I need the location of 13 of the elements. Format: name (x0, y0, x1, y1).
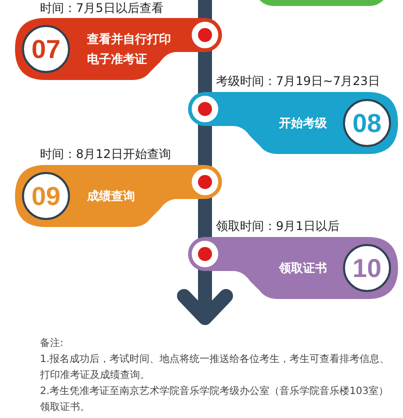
step-title: 成绩查询 (87, 188, 136, 205)
note-heading: 备注: (40, 336, 64, 351)
time-caption: 时间：8月12日开始查询 (40, 146, 171, 162)
step-title: 领取证书 (278, 260, 328, 277)
time-caption: 时间：7月5日以后查看 (40, 0, 164, 16)
time-caption: 领取时间：9月1日以后 (216, 218, 340, 234)
note-text: 1.报名成功后，考试时间、地点将统一推送给各位考生，考生可查看排考信息、打印准考证及成绩查询。 (40, 352, 391, 383)
step-card (188, 92, 398, 154)
note-text: 2.考生凭准考证至南京艺术学院音乐学院考级办公室（音乐学院音乐楼103室）领取证书。 (40, 384, 390, 415)
time-caption: 考级时间：7月19日~7月23日 (216, 73, 380, 89)
step-card (188, 237, 398, 299)
step-title: 查看并自行打印电子准考证 (87, 31, 172, 68)
step-title: 开始考级 (278, 115, 328, 132)
